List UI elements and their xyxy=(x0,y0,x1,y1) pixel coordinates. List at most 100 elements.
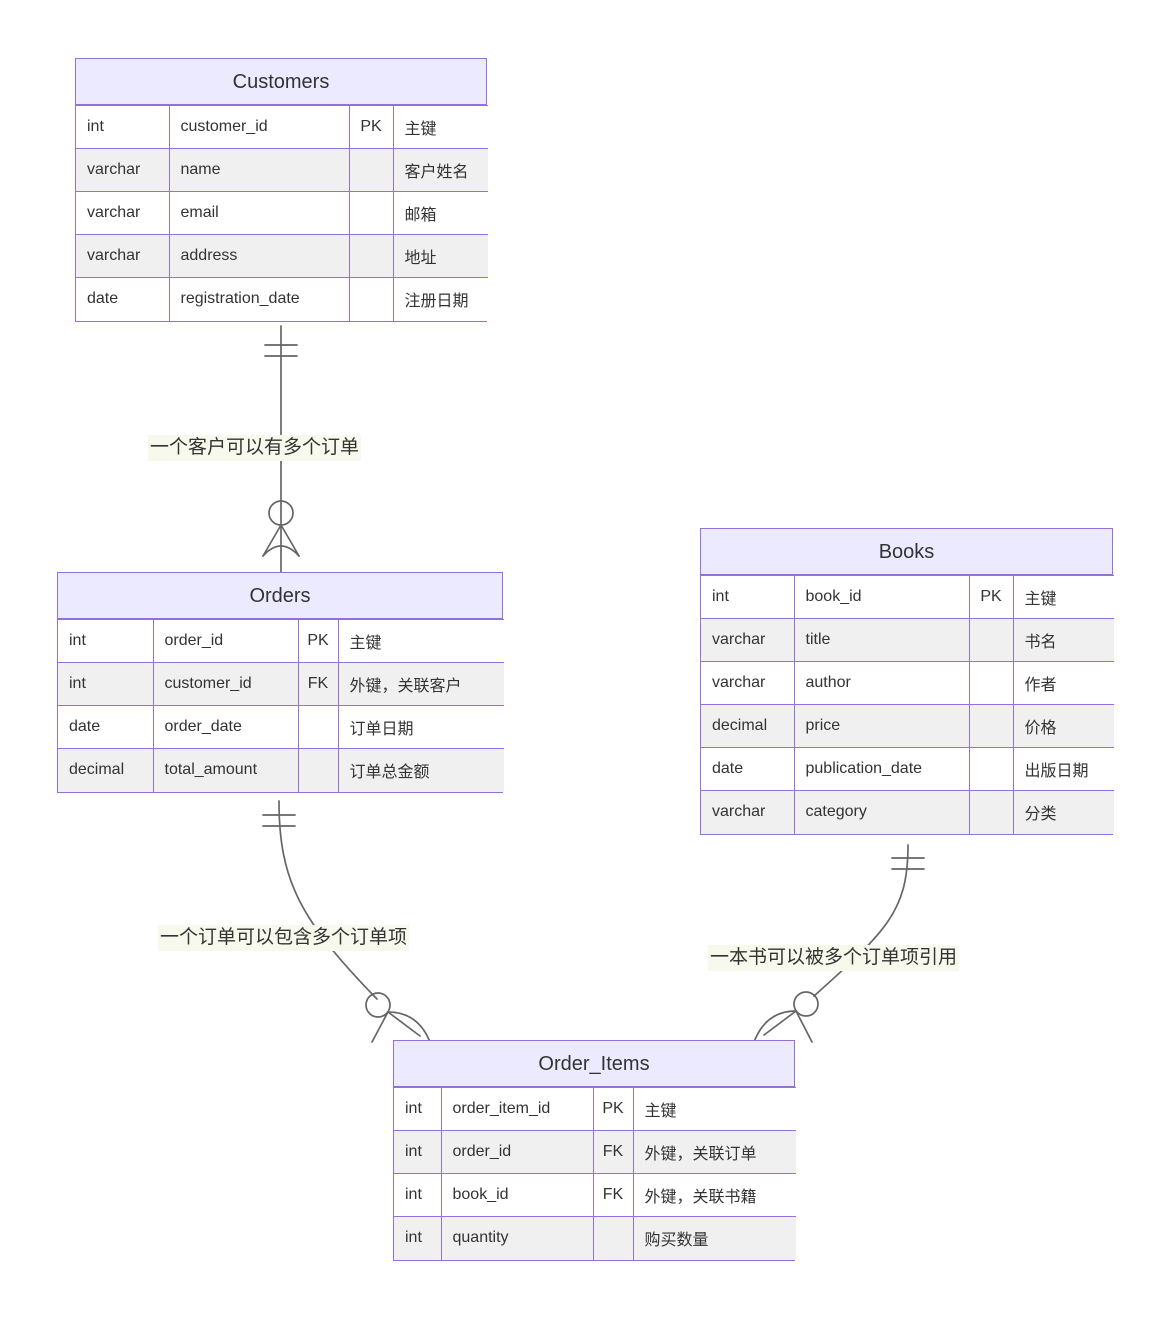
attribute-name: address xyxy=(168,234,350,278)
attribute-key: PK xyxy=(592,1087,634,1131)
attribute-name: registration_date xyxy=(168,277,350,321)
attribute-comment: 地址 xyxy=(392,234,488,278)
attribute-name: customer_id xyxy=(168,105,350,149)
attribute-type: varchar xyxy=(76,191,170,235)
attribute-comment: 主键 xyxy=(392,105,488,149)
attribute-type: decimal xyxy=(701,704,795,748)
attribute-comment: 出版日期 xyxy=(1012,747,1114,791)
attribute-comment: 外键，关联书籍 xyxy=(632,1173,796,1217)
attribute-type: int xyxy=(394,1216,442,1260)
attribute-type: varchar xyxy=(701,618,795,662)
entity-title-orders: Orders xyxy=(58,573,502,619)
attribute-key: PK xyxy=(297,619,339,663)
attribute-type: varchar xyxy=(701,790,795,834)
attribute-type: int xyxy=(394,1173,442,1217)
attribute-name: book_id xyxy=(793,575,970,619)
attribute-type: int xyxy=(394,1130,442,1174)
entity-title-order_items: Order_Items xyxy=(394,1041,794,1087)
attribute-name: title xyxy=(793,618,970,662)
attribute-key: FK xyxy=(592,1130,634,1174)
attribute-name: publication_date xyxy=(793,747,970,791)
attribute-key xyxy=(348,148,394,192)
attribute-name: quantity xyxy=(440,1216,594,1260)
attribute-key xyxy=(968,704,1014,748)
attribute-type: int xyxy=(58,619,154,663)
attribute-comment: 外键，关联客户 xyxy=(337,662,504,706)
attribute-comment: 主键 xyxy=(1012,575,1114,619)
attribute-comment: 主键 xyxy=(632,1087,796,1131)
attribute-type: varchar xyxy=(76,234,170,278)
attribute-comment: 作者 xyxy=(1012,661,1114,705)
attribute-type: date xyxy=(58,705,154,749)
attribute-type: varchar xyxy=(76,148,170,192)
connector-orders-order-items xyxy=(262,800,431,1043)
attribute-name: total_amount xyxy=(152,748,299,792)
entity-title-books: Books xyxy=(701,529,1112,575)
attribute-type: int xyxy=(394,1087,442,1131)
attribute-type: varchar xyxy=(701,661,795,705)
attribute-name: name xyxy=(168,148,350,192)
attribute-comment: 订单日期 xyxy=(337,705,504,749)
connector-books-order-items xyxy=(753,844,925,1043)
attribute-type: date xyxy=(76,277,170,321)
attribute-comment: 订单总金额 xyxy=(337,748,504,792)
attribute-comment: 注册日期 xyxy=(392,277,488,321)
attribute-key xyxy=(968,747,1014,791)
attribute-key: PK xyxy=(348,105,394,149)
attribute-key xyxy=(348,191,394,235)
attribute-key xyxy=(968,618,1014,662)
attribute-name: author xyxy=(793,661,970,705)
attribute-name: order_id xyxy=(152,619,299,663)
attribute-comment: 购买数量 xyxy=(632,1216,796,1260)
attribute-comment: 邮箱 xyxy=(392,191,488,235)
attribute-key xyxy=(297,705,339,749)
attribute-comment: 书名 xyxy=(1012,618,1114,662)
attribute-name: order_id xyxy=(440,1130,594,1174)
relationship-label-books-order_items: 一本书可以被多个订单项引用 xyxy=(708,945,960,971)
attribute-key: FK xyxy=(592,1173,634,1217)
attribute-name: order_item_id xyxy=(440,1087,594,1131)
attribute-key xyxy=(592,1216,634,1260)
attribute-key xyxy=(968,790,1014,834)
attribute-type: decimal xyxy=(58,748,154,792)
attribute-key xyxy=(297,748,339,792)
attribute-key xyxy=(348,277,394,321)
attribute-name: email xyxy=(168,191,350,235)
attribute-comment: 主键 xyxy=(337,619,504,663)
entity-title-customers: Customers xyxy=(76,59,486,105)
attribute-name: order_date xyxy=(152,705,299,749)
attribute-key: PK xyxy=(968,575,1014,619)
attribute-type: int xyxy=(701,575,795,619)
attribute-key xyxy=(348,234,394,278)
attribute-type: int xyxy=(76,105,170,149)
attribute-comment: 外键，关联订单 xyxy=(632,1130,796,1174)
